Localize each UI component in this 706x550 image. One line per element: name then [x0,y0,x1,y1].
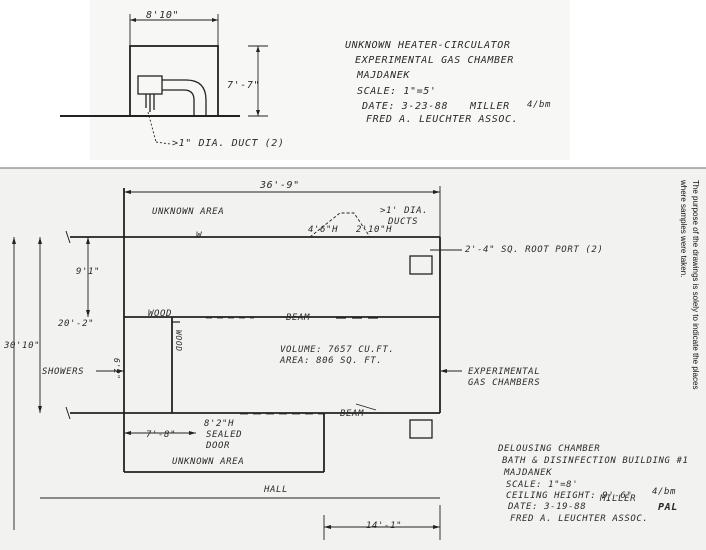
w-mark: W [196,231,203,241]
plan-details [65,230,380,420]
showers-label: SHOWERS [42,367,85,377]
heater-title-line-5: DATE: 3-23-88 [362,101,449,112]
delousing-title-line-2: BATH & DISINFECTION BUILDING #1 [502,456,689,466]
delousing-title-line-4: SCALE: 1"=8' [506,480,579,490]
dimension-9-1: 9'1" [76,267,101,277]
delousing-initials: PAL [658,502,678,513]
heater-title-line-2: EXPERIMENTAL GAS CHAMBER [355,55,514,66]
lower-sheet-background [0,168,706,550]
duct-label-line-2: DUCTS [388,217,419,227]
unknown-area-bottom-label: UNKNOWN AREA [172,457,245,467]
side-note-line-2: where samples were taken. [679,180,688,278]
showers-dimension: 6'2" [112,358,121,380]
overall-width-dimension: 36'-9" [260,180,300,191]
sealed-door-line-3: DOOR [206,441,231,451]
delousing-company: FRED A. LEUCHTER ASSOC. [510,514,649,524]
delousing-title-line-6: DATE: 3-19-88 [508,502,587,512]
duct-dimension-right: 2'10"H [356,225,393,235]
delousing-title-line-5: CEILING HEIGHT: 9'-6" [506,491,633,501]
area-label: AREA: 806 SQ. FT. [280,356,383,366]
heater-outer-duct [162,79,207,116]
heater-height-dimension: 7'-7" [227,80,261,91]
heater-signature-suffix: 4/bm [527,100,552,110]
sealed-door-line-2: SEALED [206,430,243,440]
hall-label: HALL [264,485,289,495]
wood-vertical-label: WOOD [174,330,183,352]
plan-dimensions [13,186,462,540]
volume-label: VOLUME: 7657 CU.FT. [280,345,395,355]
dimension-20-2: 20'-2" [58,319,95,329]
heater-title-line-3: MAJDANEK [357,70,410,81]
building-walls [40,188,441,499]
experimental-label-line-2: GAS CHAMBERS [468,378,541,388]
unknown-area-top-label: UNKNOWN AREA [152,207,225,217]
delousing-signature-suffix: 4/bm [652,487,677,497]
duct-label-line-1: >1' DIA. [380,206,429,216]
root-port-label: 2'-4" SQ. ROOT PORT (2) [465,245,604,255]
heater-width-dimension: 8'10" [146,10,180,21]
sealed-door-line-1: 8'2"H [204,419,235,429]
delousing-title-line-1: DELOUSING CHAMBER [498,444,601,454]
dimension-arrowheads [12,190,447,529]
heater-inner-duct [162,89,195,116]
side-note-line-1: The purpose of the drawings is solely to… [691,180,700,390]
wood-horizontal-label: WOOD [148,309,173,319]
dimension-14-1: 14'-1" [366,521,403,531]
heater-title-line-1: UNKNOWN HEATER-CIRCULATOR [345,40,511,51]
heater-title-line-4: SCALE: 1"=5' [357,86,437,97]
heater-unit [60,45,240,117]
experimental-label-line-1: EXPERIMENTAL [468,367,541,377]
root-port-1 [409,255,433,275]
heater-duct-label: >1" DIA. DUCT (2) [172,138,285,149]
heater-signature: MILLER [470,101,510,112]
delousing-signature: MILLER [600,494,637,504]
heater-company: FRED A. LEUCHTER ASSOC. [366,114,519,125]
duct-dimension-left: 4'6"H [308,225,339,235]
root-port-2 [409,419,433,439]
beam-lower-label: BEAM [340,409,365,419]
dimension-7-8: 7'-8" [146,430,177,440]
dimension-30-10: 30'10" [4,341,41,351]
delousing-title-line-3: MAJDANEK [504,468,553,478]
beam-upper-label: BEAM [286,313,311,323]
